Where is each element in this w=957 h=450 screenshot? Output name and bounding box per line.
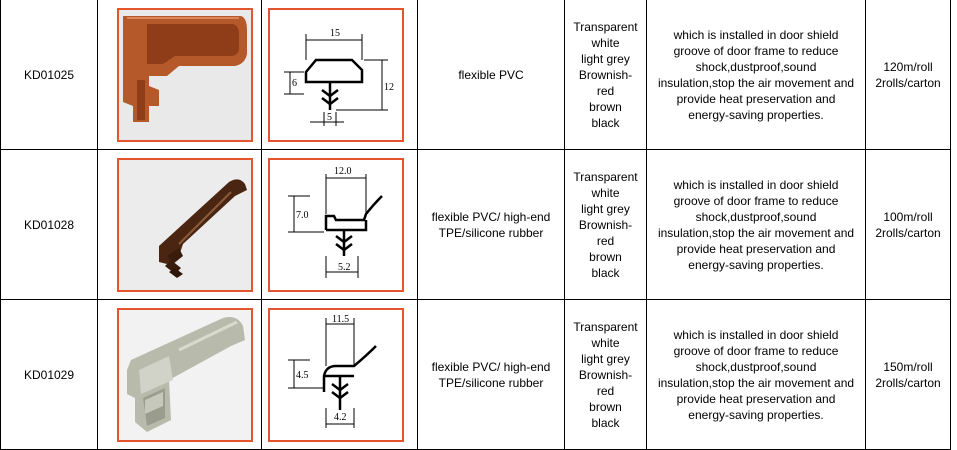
packing-line: 2rolls/carton — [875, 225, 941, 240]
color-item: brown — [589, 249, 622, 264]
dimension-label: 5 — [327, 112, 332, 123]
table-row: KD01028 — [0, 149, 951, 300]
product-code: KD01029 — [0, 299, 98, 450]
color-item: Brownish- — [578, 367, 633, 382]
packing-line: 120m/roll — [883, 59, 933, 74]
color-item: Transparent — [573, 319, 638, 334]
color-item: white — [591, 35, 620, 50]
material-cell: flexible PVC/ high-end TPE/silicone rubb… — [417, 149, 565, 300]
product-drawing-cell: 15 6 12 5 — [261, 0, 418, 150]
color-item: black — [591, 265, 620, 280]
description-cell: which is installed in door shield groove… — [646, 299, 866, 450]
packing-cell: 120m/roll 2rolls/carton — [865, 0, 951, 150]
color-item: Transparent — [573, 19, 638, 34]
color-item: black — [591, 415, 620, 430]
packing-line: 150m/roll — [883, 359, 933, 374]
product-code: KD01025 — [0, 0, 98, 150]
product-photo-cell — [97, 299, 262, 450]
color-item: Transparent — [573, 169, 638, 184]
product-code: KD01028 — [0, 149, 98, 300]
dimension-label: 11.5 — [332, 314, 349, 325]
grey-seal-profile-photo — [117, 307, 253, 442]
description-cell: which is installed in door shield groove… — [646, 149, 866, 300]
table-row: KD01025 — [0, 0, 951, 150]
dimension-label: 12.0 — [334, 166, 352, 177]
color-item: red — [596, 83, 615, 98]
table-row: KD01029 — [0, 299, 951, 450]
color-item: black — [591, 115, 620, 130]
packing-line: 2rolls/carton — [875, 75, 941, 90]
packing-cell: 100m/roll 2rolls/carton — [865, 149, 951, 300]
color-item: Brownish- — [578, 217, 633, 232]
color-item: white — [591, 335, 620, 350]
description-text: which is installed in door shield groove… — [657, 327, 855, 422]
brown-seal-profile-photo — [117, 7, 253, 142]
product-drawing-cell: 11.5 4.5 4.2 — [261, 299, 418, 450]
material-cell: flexible PVC/ high-end TPE/silicone rubb… — [417, 299, 565, 450]
color-item: Brownish- — [578, 67, 633, 82]
color-item: brown — [589, 99, 622, 114]
description-cell: which is installed in door shield groove… — [646, 0, 866, 150]
color-item: red — [596, 233, 615, 248]
material-cell: flexible PVC — [417, 0, 565, 150]
dimension-label: 6 — [292, 78, 297, 89]
dimension-label: 12 — [384, 82, 394, 93]
color-item: light grey — [581, 51, 630, 66]
dimension-label: 15 — [330, 28, 340, 39]
color-item: light grey — [581, 351, 630, 366]
dark-brown-seal-profile-photo — [117, 157, 253, 292]
seal-profile-drawing: 11.5 4.5 4.2 — [268, 307, 404, 442]
description-text: which is installed in door shield groove… — [657, 27, 855, 122]
color-item: light grey — [581, 201, 630, 216]
seal-profile-drawing: 15 6 12 5 — [268, 7, 404, 142]
product-photo-cell — [97, 0, 262, 150]
dimension-label: 4.5 — [296, 370, 309, 381]
dimension-label: 5.2 — [338, 262, 351, 273]
colors-cell: Transparent white light grey Brownish- r… — [564, 0, 647, 150]
dimension-label: 4.2 — [334, 412, 347, 423]
dimension-label: 7.0 — [296, 210, 309, 221]
product-photo-cell — [97, 149, 262, 300]
packing-line: 2rolls/carton — [875, 375, 941, 390]
color-item: brown — [589, 399, 622, 414]
product-drawing-cell: 12.0 7.0 5.2 — [261, 149, 418, 300]
colors-cell: Transparent white light grey Brownish- r… — [564, 299, 647, 450]
seal-profile-drawing: 12.0 7.0 5.2 — [268, 157, 404, 292]
color-item: white — [591, 185, 620, 200]
description-text: which is installed in door shield groove… — [657, 177, 855, 272]
packing-cell: 150m/roll 2rolls/carton — [865, 299, 951, 450]
color-item: red — [596, 383, 615, 398]
colors-cell: Transparent white light grey Brownish- r… — [564, 149, 647, 300]
packing-line: 100m/roll — [883, 209, 933, 224]
